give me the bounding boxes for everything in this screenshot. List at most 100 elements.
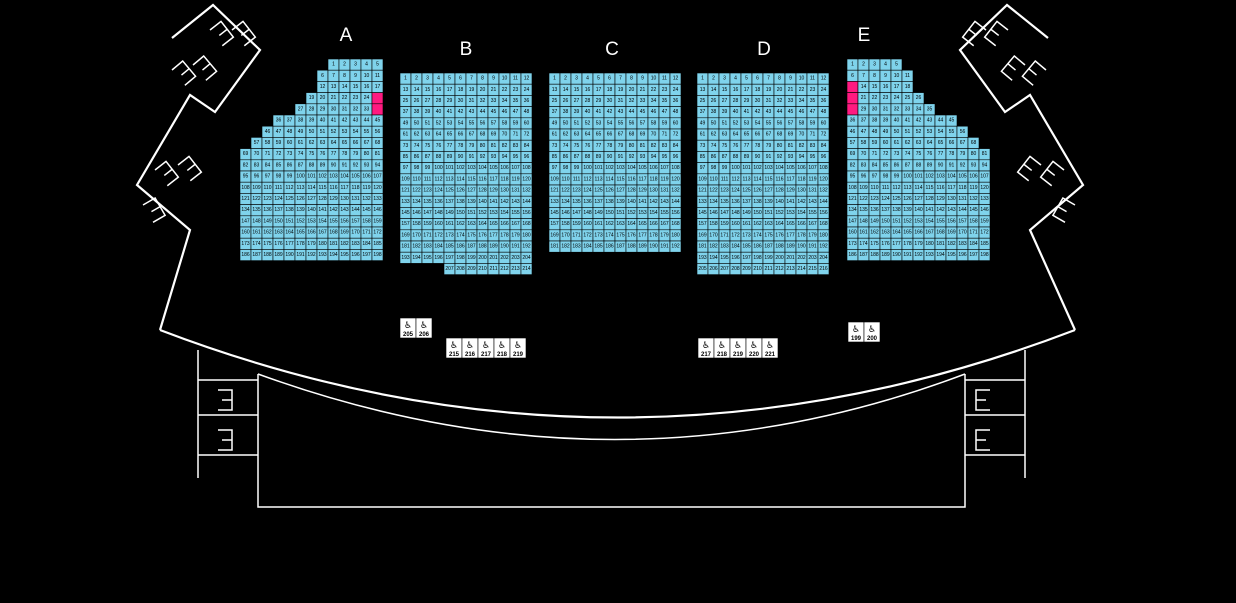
- seat-number: 76: [733, 143, 739, 149]
- seat-number: 185: [445, 244, 454, 250]
- reserved-seat[interactable]: [846, 92, 859, 105]
- seat-number: 116: [776, 176, 784, 182]
- seat-number: 1: [553, 76, 556, 82]
- seat-number: 144: [671, 199, 680, 205]
- reserved-seat[interactable]: [371, 92, 384, 105]
- seat-number: 173: [848, 241, 857, 247]
- seat-number: 113: [446, 176, 454, 182]
- seat-number: 146: [412, 210, 421, 216]
- seat-number: 18: [458, 87, 464, 93]
- seat-number: 153: [914, 218, 923, 224]
- seat-number: 67: [960, 140, 966, 146]
- seat-number: 142: [649, 199, 658, 205]
- seat-number: 36: [821, 98, 827, 104]
- seat[interactable]: [371, 249, 384, 261]
- seat-number: 98: [563, 165, 569, 171]
- seat-number: 157: [698, 221, 707, 227]
- seat-number: 109: [698, 176, 707, 182]
- seat-number: 92: [629, 154, 635, 160]
- seat-number: 10: [502, 76, 508, 82]
- seat-number: 121: [848, 196, 857, 202]
- seat-number: 165: [296, 230, 305, 236]
- seat-number: 188: [627, 244, 636, 250]
- seat[interactable]: [978, 249, 991, 261]
- seat-number: 26: [563, 98, 569, 104]
- seat-number: 53: [596, 120, 602, 126]
- seat-number: 166: [649, 221, 658, 227]
- seat-number: 45: [788, 109, 794, 115]
- seat-number: 11: [375, 73, 380, 79]
- seat-number: 93: [971, 162, 977, 168]
- wheelchair-seat[interactable]: [863, 321, 881, 343]
- seat-number: 92: [353, 162, 359, 168]
- seat-number: 135: [572, 199, 581, 205]
- seat-number: 178: [903, 241, 912, 247]
- seat-number: 169: [401, 232, 410, 238]
- reserved-seat[interactable]: [846, 81, 859, 93]
- seat-number: 35: [513, 98, 519, 104]
- seat-number: 181: [936, 241, 945, 247]
- seat-number: 100: [903, 174, 912, 180]
- seat-number: 148: [434, 210, 443, 216]
- seat-number: 186: [753, 244, 762, 250]
- right-wall: [958, 3, 1085, 331]
- seat[interactable]: [817, 263, 830, 275]
- seat-number: 83: [861, 162, 867, 168]
- seat-number: 40: [320, 118, 326, 124]
- seat-number: 194: [936, 252, 945, 258]
- seat-number: 179: [660, 232, 669, 238]
- seat-number: 108: [819, 165, 828, 171]
- section-label: D: [757, 39, 771, 60]
- seat-number: 8: [873, 73, 876, 79]
- seat-number: 139: [764, 199, 773, 205]
- seat-number: 2: [564, 76, 567, 82]
- seat-number: 198: [456, 255, 465, 261]
- reserved-seat[interactable]: [846, 103, 859, 116]
- seat-number: 111: [573, 176, 581, 182]
- seat-number: 188: [263, 252, 272, 258]
- seat-number: 129: [786, 188, 795, 194]
- seat-number: 191: [511, 244, 520, 250]
- seat-number: 124: [881, 196, 890, 202]
- seat-number: 119: [363, 185, 371, 191]
- wheelchair-seat[interactable]: [415, 317, 433, 339]
- seat-number: 120: [671, 176, 680, 182]
- wheelchair-icon: ♿: [750, 341, 758, 351]
- seat-number: 17: [447, 87, 453, 93]
- seat-number: 17: [894, 84, 900, 90]
- seat-number: 181: [698, 244, 707, 250]
- seat-number: 114: [915, 185, 923, 191]
- seat-number: 194: [412, 255, 421, 261]
- seat-number: 11: [662, 76, 667, 82]
- wheelchair-icon: ♿: [734, 341, 742, 351]
- seat-number: 184: [362, 241, 371, 247]
- reserved-seat[interactable]: [371, 103, 384, 116]
- seat-number: 145: [401, 210, 410, 216]
- section-label: A: [340, 25, 353, 46]
- seat-number: 20: [629, 87, 635, 93]
- seat-number: 65: [938, 140, 944, 146]
- seat-number: 143: [340, 207, 349, 213]
- seat-number: 81: [640, 143, 646, 149]
- seat-number: 69: [788, 132, 794, 138]
- seat-number: 15: [425, 87, 431, 93]
- seat-number: 27: [574, 98, 580, 104]
- seat-number: 42: [607, 109, 613, 115]
- seat-number: 174: [605, 232, 614, 238]
- wheelchair-seat[interactable]: [761, 337, 779, 359]
- seat-number: 75: [722, 143, 728, 149]
- seat-number: 107: [980, 174, 989, 180]
- seat-number: 96: [861, 174, 867, 180]
- wheelchair-seat[interactable]: [509, 337, 527, 359]
- seat-number: 180: [522, 232, 531, 238]
- seat[interactable]: [520, 263, 533, 275]
- seat-number: 57: [640, 120, 646, 126]
- box-seats-icon: [1039, 160, 1065, 187]
- seat-number: 119: [970, 185, 978, 191]
- seat-number: 171: [423, 232, 432, 238]
- seat-number: 127: [307, 196, 316, 202]
- seat-number: 190: [892, 252, 901, 258]
- seat-number: 193: [318, 252, 327, 258]
- seat[interactable]: [669, 240, 682, 253]
